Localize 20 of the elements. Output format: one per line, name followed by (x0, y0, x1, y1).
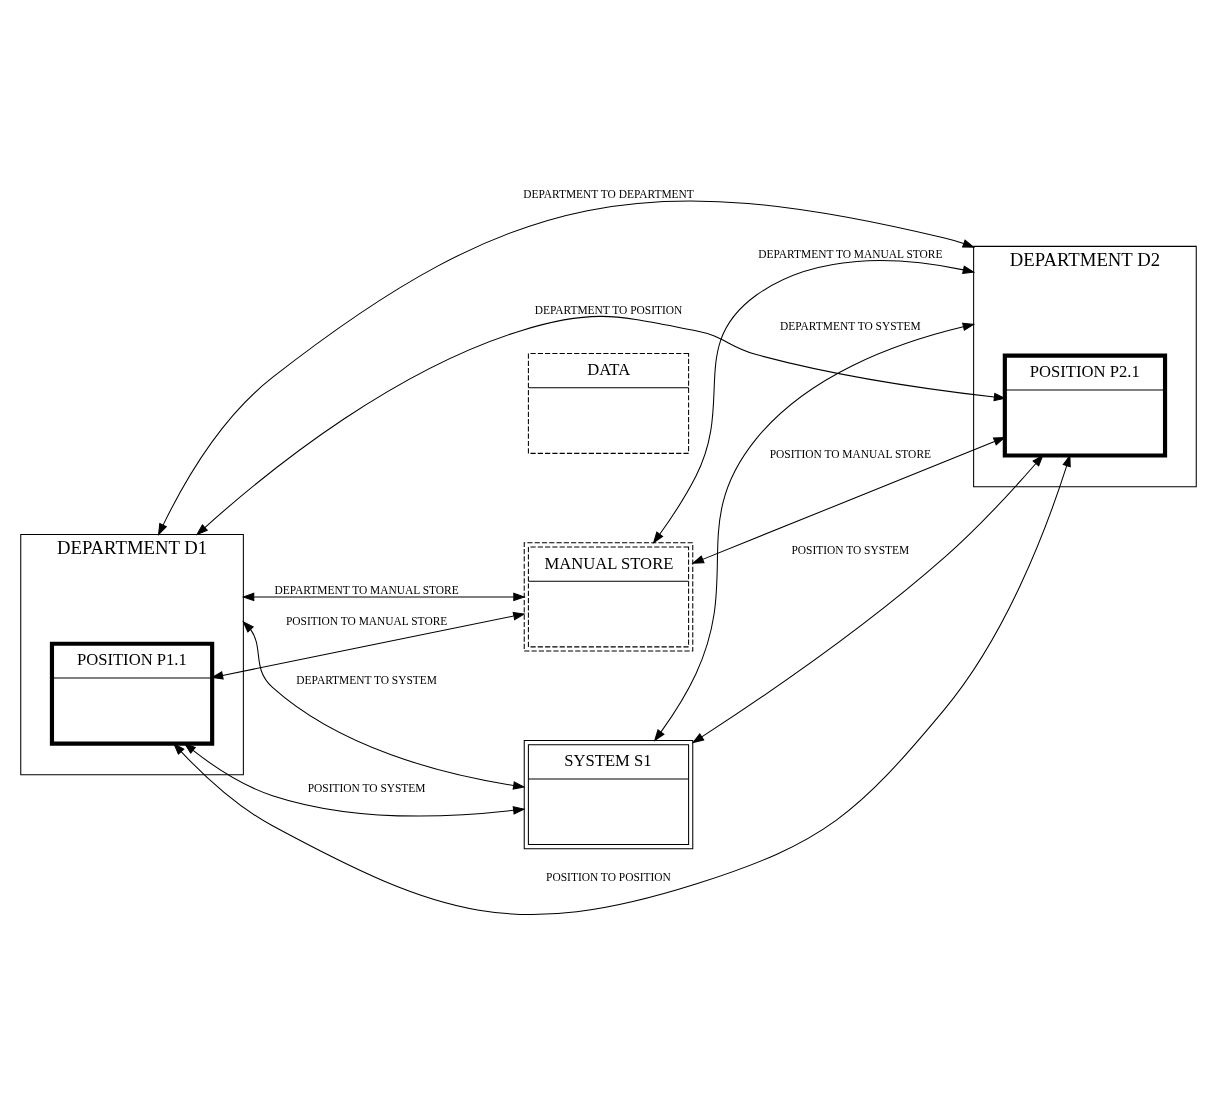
edge-label: DEPARTMENT TO MANUAL STORE (758, 247, 943, 260)
arrow (653, 322, 976, 742)
edge-label: POSITION TO SYSTEM (791, 543, 910, 556)
edge-label: DEPARTMENT TO MANUAL STORE (274, 583, 459, 596)
edge-label: DEPARTMENT TO POSITION (534, 303, 683, 316)
arrow (241, 592, 526, 601)
node-box: MANUAL STORE (523, 541, 694, 652)
edge-label: DEPARTMENT TO DEPARTMENT (523, 187, 694, 200)
arrow (183, 742, 526, 816)
arrow (242, 620, 526, 790)
node-box: SYSTEM S1 (523, 739, 694, 849)
edge-label: POSITION TO SYSTEM (307, 781, 426, 794)
edge-label: POSITION TO MANUAL STORE (769, 447, 932, 460)
edge-label: DEPARTMENT TO SYSTEM (296, 673, 437, 686)
arrow (652, 259, 976, 544)
edge-label: POSITION TO POSITION (546, 870, 671, 883)
edge-label: DEPARTMENT TO SYSTEM (780, 319, 921, 332)
arrow (691, 436, 1006, 564)
edge-label: POSITION TO MANUAL STORE (285, 614, 448, 627)
arrow (157, 199, 976, 536)
